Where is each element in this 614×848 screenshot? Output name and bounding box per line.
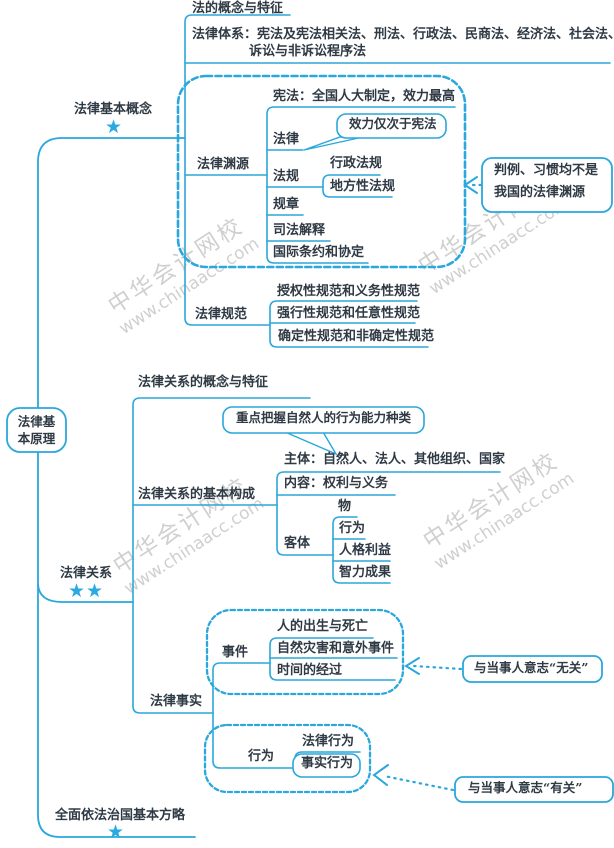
node-events: 事件: [222, 645, 249, 660]
node-legal-sources: 法律渊源: [197, 157, 250, 172]
node-law-system-line1: 法律体系：宪法及宪法相关法、刑法、行政法、民商法、经济法、社会法、: [192, 27, 614, 42]
node-legal-norms: 法律规范: [195, 307, 248, 322]
node-law-system-line2: 诉讼与非诉讼程序法: [249, 44, 367, 59]
node-object-act: 行为: [339, 521, 366, 536]
root-line1: 法律基: [17, 413, 56, 429]
node-legal-act: 法律行为: [302, 734, 355, 749]
node-object-intellect: 智力成果: [339, 565, 392, 580]
regulation-bracket: [322, 174, 393, 198]
root-node: 法律基 本原理: [7, 408, 66, 452]
branch-legal-relations: 法律关系: [60, 566, 113, 581]
node-content: 内容：权利与义务: [284, 476, 389, 491]
sources-children-bracket: [266, 106, 456, 264]
event-bracket: [269, 637, 396, 681]
capacity-note-box: [222, 406, 425, 434]
note-precedent-line2: 我国的法律渊源: [494, 185, 586, 200]
relation-branch-line: [37, 583, 134, 603]
dashed-group-events: [205, 608, 405, 696]
event-note-box: [462, 655, 603, 683]
arrowhead-left: [463, 176, 478, 194]
star-icon: ★: [107, 821, 126, 843]
node-acts: 行为: [248, 749, 275, 764]
node-intl-treaties: 国际条约和协定: [273, 245, 365, 260]
node-legal-facts: 法律事实: [150, 694, 203, 709]
node-relation-features: 法律关系的概念与特征: [138, 375, 269, 390]
act-note-box: [454, 776, 614, 803]
facts-spine: [212, 662, 296, 769]
norms-bracket: [269, 300, 429, 348]
callout-capacity: 重点把握自然人的行为能力种类: [236, 410, 412, 425]
node-regulations: 法规: [273, 169, 300, 184]
node-law: 法律: [273, 132, 300, 147]
node-relation-composition: 法律关系的基本构成: [138, 487, 256, 502]
composition-bracket: [276, 471, 501, 556]
callout-law-effect: 效力仅次于宪法: [349, 116, 437, 131]
node-norm-3: 确定性规范和非确定性规范: [278, 329, 435, 344]
callout-beak: [303, 136, 364, 151]
node-constitution: 宪法：全国人大制定，效力最高: [273, 89, 456, 104]
node-law-definition: 法的概念与特征: [192, 1, 284, 16]
trunk-line: [37, 137, 196, 838]
node-rules: 规章: [273, 197, 300, 212]
node-factual-act: 事实行为: [301, 756, 354, 771]
law-note-box: [336, 113, 447, 139]
root-node-box: [6, 407, 67, 453]
root-line2: 本原理: [17, 431, 56, 446]
node-object-personality: 人格利益: [339, 543, 392, 558]
node-object-thing: 物: [338, 499, 352, 514]
node-event-2: 自然灾害和意外事件: [277, 641, 395, 656]
factual-act-box: [292, 753, 361, 778]
node-admin-regulations: 行政法规: [330, 156, 383, 171]
node-subject: 主体：自然人、法人、其他组织、国家: [284, 452, 506, 467]
star-icon: ★★: [68, 580, 105, 602]
node-judicial-interpretation: 司法解释: [273, 223, 326, 238]
relation-spine: [132, 397, 311, 714]
dashed-group-acts: [203, 723, 372, 794]
node-event-1: 人的出生与死亡: [277, 619, 369, 634]
branch-rule-of-law: 全面依法治国基本方略: [55, 808, 186, 823]
node-event-3: 时间的经过: [277, 663, 343, 678]
note-events-will: 与当事人意志“无关”: [474, 660, 589, 675]
object-bracket: [332, 516, 391, 584]
arrowhead-left: [404, 657, 420, 675]
node-norm-1: 授权性规范和义务性规范: [277, 284, 421, 299]
callout-beak: [284, 431, 338, 456]
note-acts-will: 与当事人意志“有关”: [468, 780, 583, 795]
node-object: 客体: [284, 536, 311, 551]
star-icon: ★: [105, 116, 124, 138]
dashed-group-sources: [176, 74, 467, 269]
note-precedent-line1: 判例、习惯均不是: [494, 163, 599, 178]
node-norm-2: 强行性规范和任意性规范: [277, 306, 421, 321]
arrowhead-left: [372, 764, 389, 786]
concept-spine: [184, 14, 291, 326]
node-local-regulations: 地方性法规: [330, 179, 396, 194]
branch-basic-concepts: 法律基本概念: [74, 102, 153, 117]
